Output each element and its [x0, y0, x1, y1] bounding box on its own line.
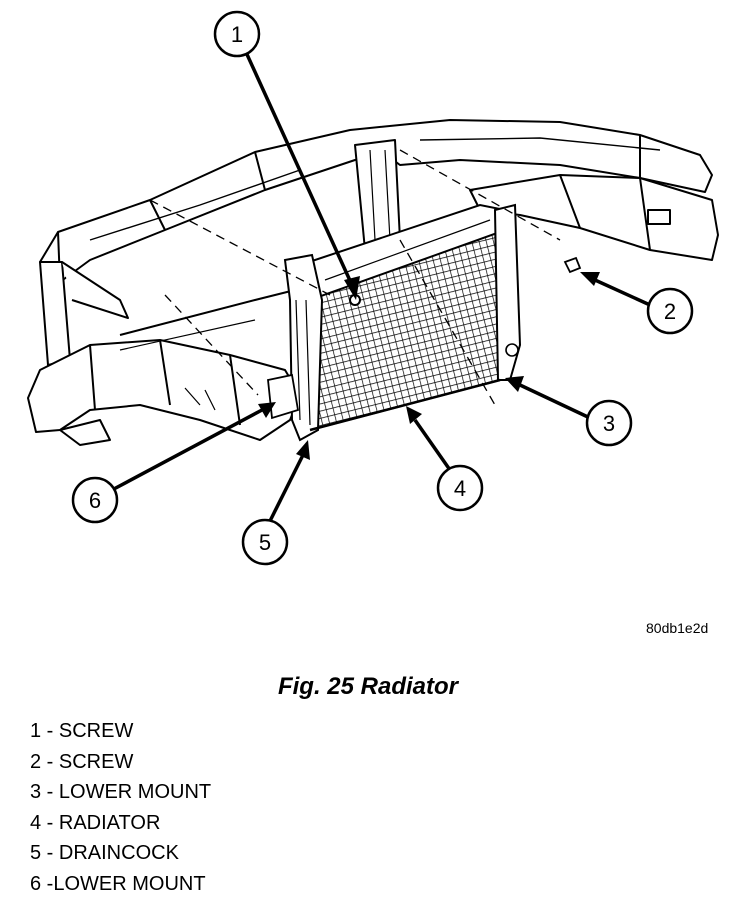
callout-5: 5 [243, 520, 287, 564]
radiator-exploded-diagram: 1 2 3 4 5 6 [0, 0, 736, 640]
legend-item: 3 - LOWER MOUNT [30, 777, 211, 808]
radiator-core [268, 205, 520, 440]
callout-3: 3 [587, 401, 631, 445]
callout-4-number: 4 [454, 476, 466, 501]
callout-4: 4 [438, 466, 482, 510]
screw-2 [565, 258, 580, 272]
legend-item: 5 - DRAINCOCK [30, 838, 211, 869]
legend-item: 4 - RADIATOR [30, 808, 211, 839]
callout-1: 1 [215, 12, 259, 56]
image-code: 80db1e2d [646, 620, 708, 636]
callout-1-number: 1 [231, 22, 243, 47]
callout-5-number: 5 [259, 530, 271, 555]
callout-6: 6 [73, 478, 117, 522]
legend-item: 2 - SCREW [30, 747, 211, 778]
legend-item: 1 - SCREW [30, 716, 211, 747]
callout-3-number: 3 [603, 411, 615, 436]
legend-item: 6 -LOWER MOUNT [30, 869, 211, 899]
callout-2: 2 [648, 289, 692, 333]
parts-legend: 1 - SCREW 2 - SCREW 3 - LOWER MOUNT 4 - … [30, 716, 211, 899]
callout-6-number: 6 [89, 488, 101, 513]
figure-caption: Fig. 25 Radiator [0, 673, 736, 701]
callout-2-number: 2 [664, 299, 676, 324]
